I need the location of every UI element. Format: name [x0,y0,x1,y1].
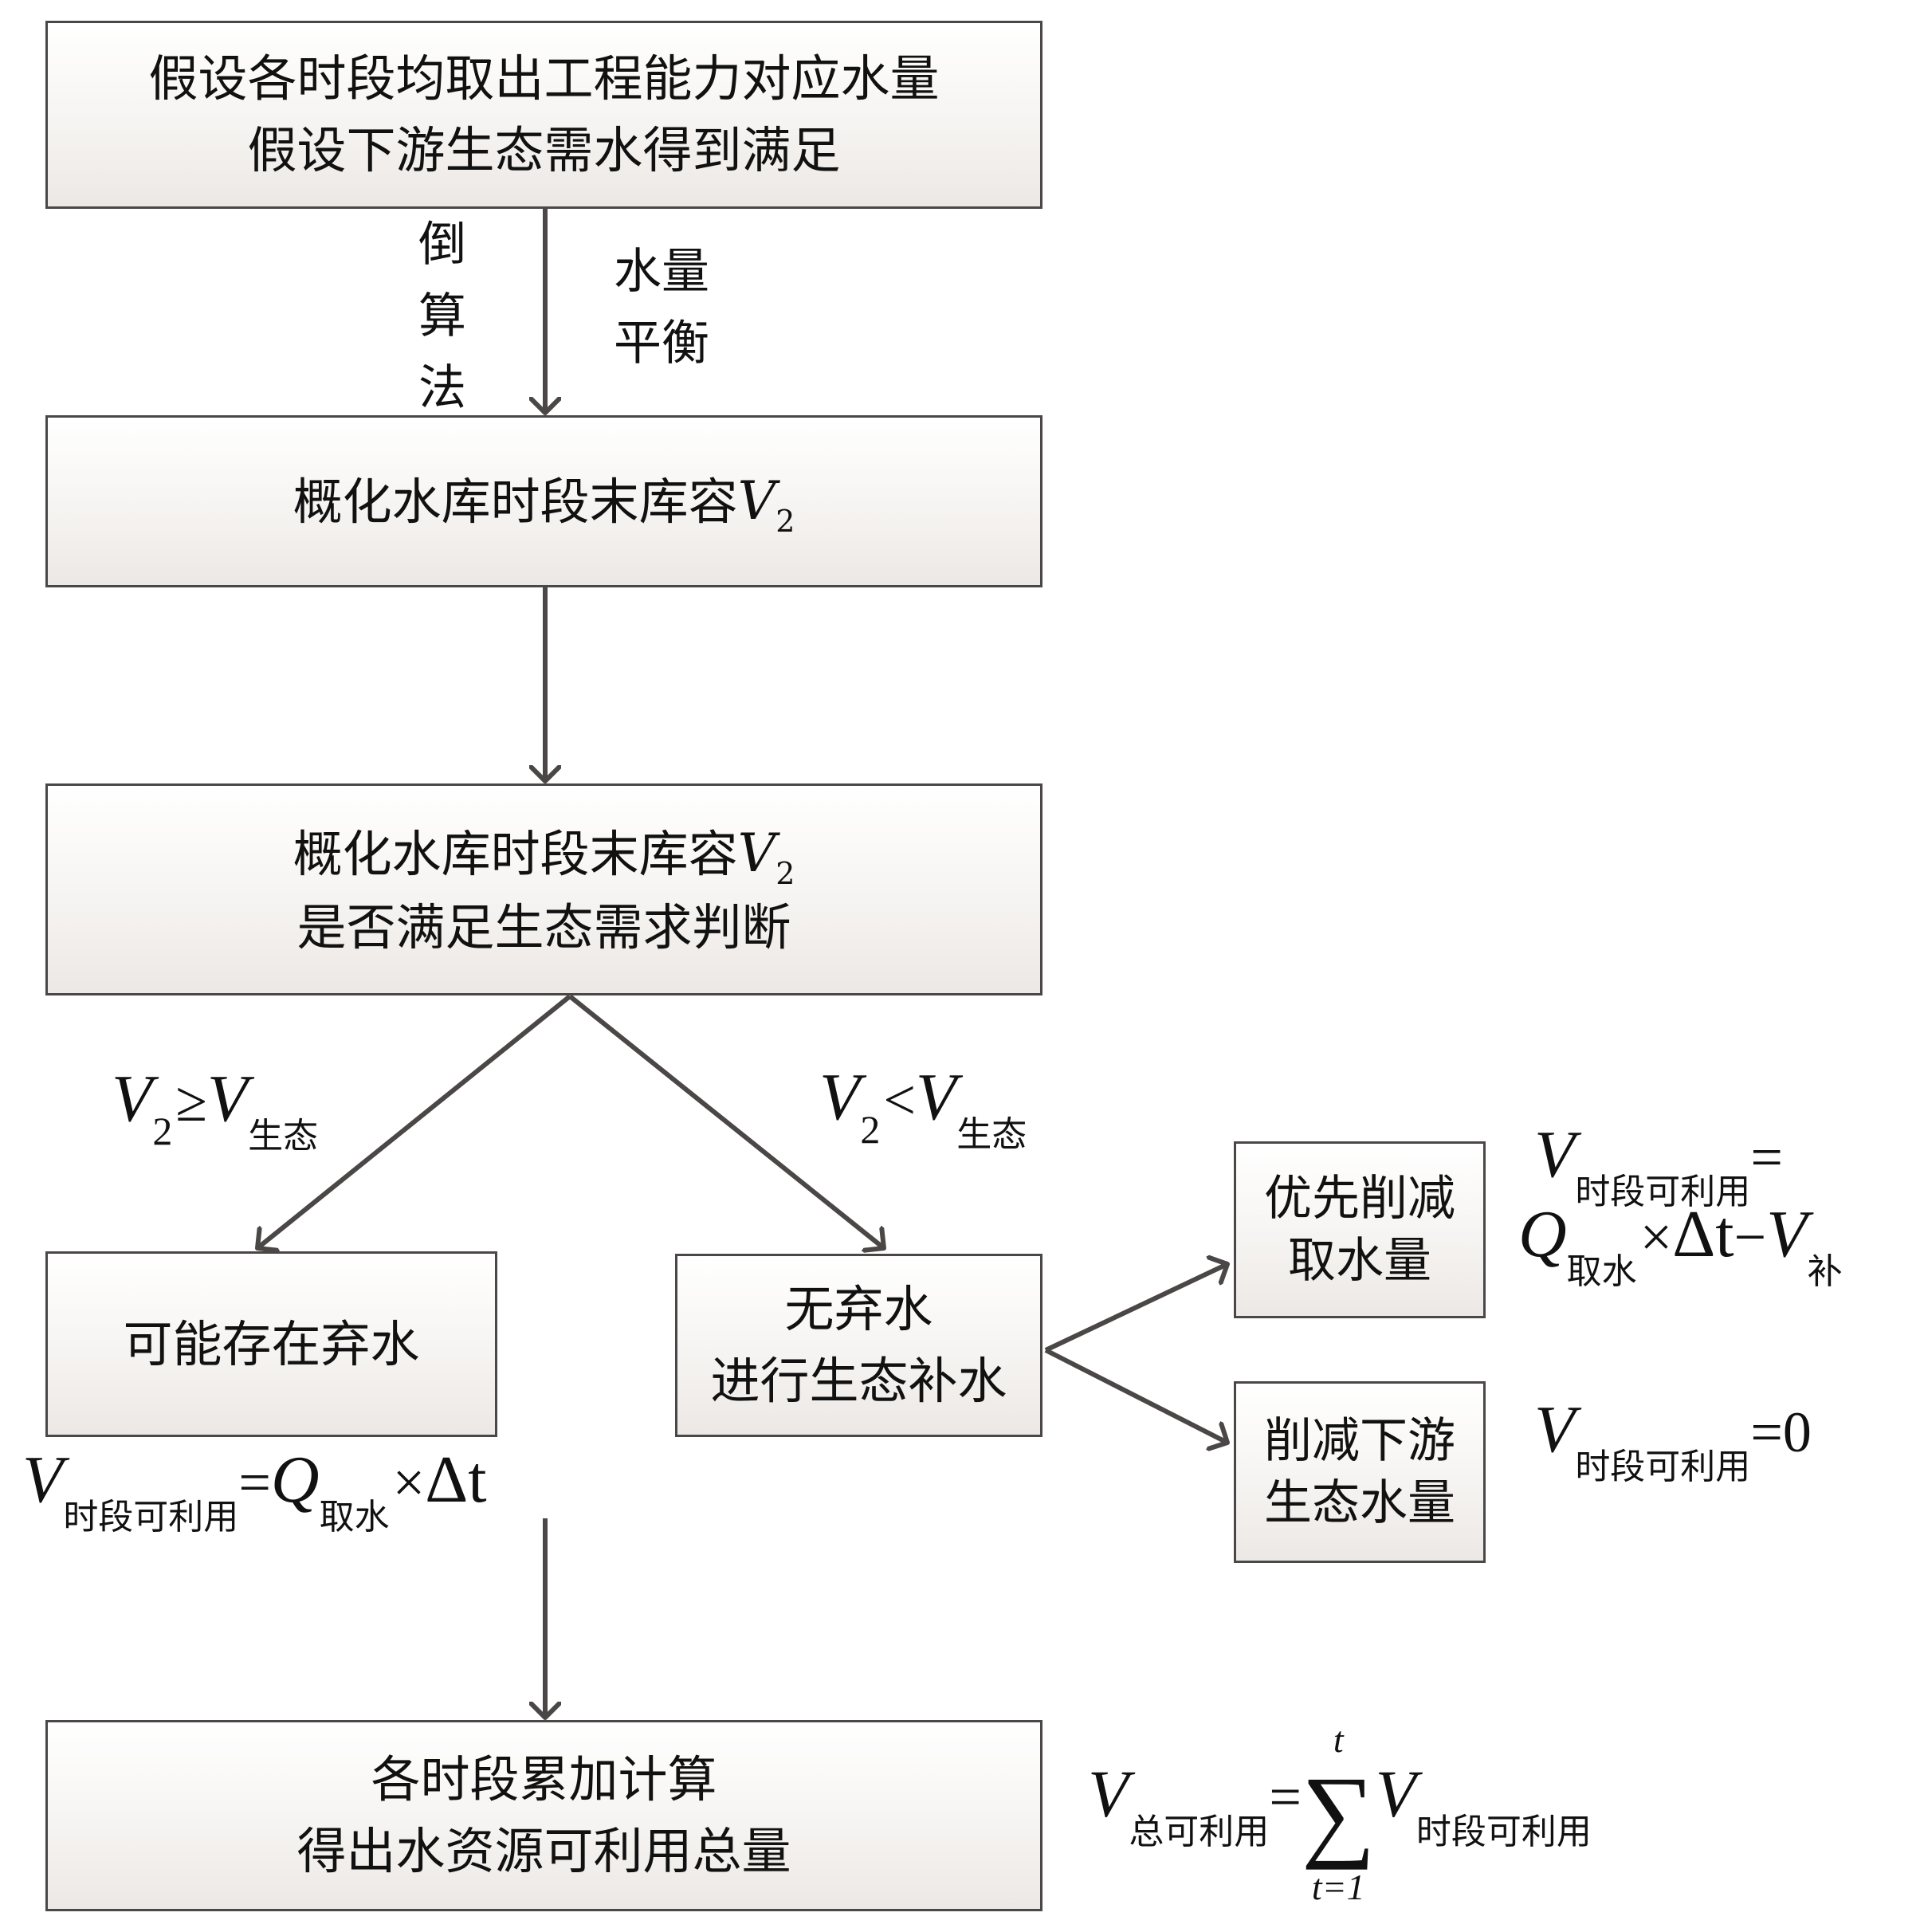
v-symbol: V [737,823,776,885]
formula-cut-eco: V时段可利用=0 [1534,1391,1812,1487]
f-v: V [1534,1392,1576,1467]
total-box: 各时段累加计算 得出水资源可利用总量 [45,1720,1042,1911]
cond-rhs-sub: 生态 [248,1116,319,1156]
end-storage-text: 概化水库时段末库容V2 [293,463,795,540]
method-char: 算 [418,289,466,344]
assume-line-2: 假设下游生态需水得到满足 [247,121,841,179]
no-spill-line-2: 进行生态补水 [710,1352,1007,1410]
spill-box: 可能存在弃水 [45,1251,497,1437]
total-line-1: 各时段累加计算 [371,1750,717,1809]
judge-box: 概化水库时段末库容V2 是否满足生态需求判断 [45,783,1042,995]
f-v-sub: 总可利用 [1129,1811,1270,1852]
f-times: × [392,1451,426,1514]
cond-rhs-sub: 生态 [956,1114,1027,1155]
f-dt: Δt [1672,1197,1734,1271]
assume-box: 假设各时段均取出工程能力对应水量 假设下游生态需水得到满足 [45,21,1042,209]
f-times: × [1639,1205,1673,1269]
cond-rhs: V [915,1060,957,1134]
method-char: 倒 [418,217,466,273]
f-v-sub: 时段可利用 [63,1497,239,1537]
cond-operator: ≥ [175,1070,207,1133]
arrow-judge-to-no-spill [568,994,884,1248]
f-q: Q [270,1443,320,1517]
f-q-sub: 取水 [1566,1251,1637,1292]
f-v2-sub: 时段可利用 [1415,1811,1592,1852]
v-subscript: 2 [775,504,795,540]
spill-text: 可能存在弃水 [123,1314,420,1373]
f-v-sub: 时段可利用 [1575,1447,1751,1487]
cut-intake-line-2: 取水量 [1288,1233,1431,1289]
cut-eco-line-2: 生态水量 [1264,1475,1455,1531]
f-q: Q [1518,1197,1567,1271]
water-balance-label: 水量 平衡 [614,236,709,379]
f-dt: Δt [425,1443,487,1517]
cond-rhs: V [206,1062,249,1136]
sum-upper-limit: t [1333,1719,1344,1760]
f-v2-sub: 补 [1807,1251,1843,1292]
arrow-judge-to-spill [257,994,571,1248]
cut-eco-box: 削减下游 生态水量 [1234,1381,1486,1563]
cond-operator: < [883,1068,916,1132]
judge-line-2: 是否满足生态需求判断 [296,897,791,956]
balance-line: 水量 [614,244,709,300]
judge-line-1-text: 概化水库时段末库容 [293,825,738,884]
f-v: V [22,1443,64,1517]
f-v2: V [1375,1757,1416,1832]
v-symbol: V [737,470,776,532]
total-line-2: 得出水资源可利用总量 [296,1822,791,1880]
judge-line-1: 概化水库时段末库容V2 [293,815,795,892]
f-v: V [1534,1117,1576,1192]
f-v: V [1088,1757,1129,1832]
f-eq: = [1269,1765,1302,1829]
f-eq-zero: =0 [1750,1400,1812,1464]
condition-ge: V2 ≥V生态 [112,1060,318,1156]
sigma-symbol: ∑ [1301,1756,1376,1871]
cond-lhs-sub: 2 [860,1107,881,1152]
cut-intake-box: 优先削减 取水量 [1234,1141,1486,1318]
assume-line-1: 假设各时段均取出工程能力对应水量 [148,49,940,108]
arrow-to-cut-intake [1044,1264,1227,1353]
condition-lt: V2 <V生态 [819,1058,1027,1155]
end-storage-box: 概化水库时段末库容V2 [45,415,1042,587]
arrow-to-cut-eco [1044,1348,1227,1443]
formula-cut-intake-bottom: Q取水 ×Δt−V补 [1518,1196,1843,1292]
sum-lower-limit: t=1 [1311,1867,1365,1907]
cond-lhs: V [819,1060,861,1134]
cond-lhs: V [112,1062,153,1136]
formula-spill: V时段可利用=Q取水 ×Δt [22,1441,487,1537]
v-subscript: 2 [775,856,795,892]
f-eq: = [1750,1125,1783,1189]
cut-intake-line-1: 优先削减 [1264,1171,1455,1227]
cut-eco-line-1: 削减下游 [1264,1413,1455,1469]
f-v-sub: 时段可利用 [1575,1172,1751,1212]
f-eq: = [238,1451,271,1514]
end-storage-label: 概化水库时段末库容 [293,473,738,532]
cond-lhs-sub: 2 [152,1109,173,1153]
f-q-sub: 取水 [319,1497,390,1537]
f-v2: V [1766,1197,1808,1271]
f-minus: − [1733,1205,1767,1269]
backward-method-label: 倒 算 法 [414,209,470,424]
no-spill-box: 无弃水 进行生态补水 [675,1254,1042,1437]
method-char: 法 [418,360,466,416]
formula-cut-intake-top: V时段可利用= [1534,1116,1783,1212]
no-spill-line-1: 无弃水 [784,1280,933,1339]
sum-sign: ∑t t=1 [1301,1719,1376,1907]
balance-line: 平衡 [614,316,709,371]
